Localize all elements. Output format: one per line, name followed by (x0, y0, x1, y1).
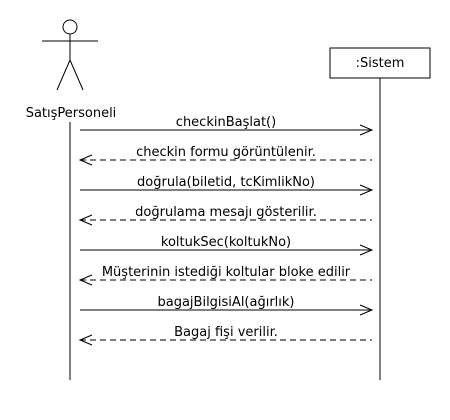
message-label: koltukSec(koltukNo) (161, 235, 291, 250)
actor-right-leg (69, 59, 84, 91)
actor-left-leg (56, 59, 71, 91)
message-label: checkinBaşlat() (176, 115, 276, 130)
actor-head (62, 19, 78, 35)
call-arrow-head (359, 184, 374, 196)
call-arrow-head (359, 124, 374, 136)
message-label: Bagaj fişi verilir. (174, 325, 278, 340)
return-arrow-head (78, 154, 93, 166)
message-label: doğrulama mesajı gösterilir. (135, 205, 317, 220)
message-label: bagajBilgisiAl(ağırlık) (157, 295, 294, 310)
call-arrow-head (359, 244, 374, 256)
return-arrow-head (78, 334, 93, 346)
call-arrow-head (359, 304, 374, 316)
system-name: :Sistem (356, 56, 405, 71)
return-arrow-head (78, 274, 93, 286)
message-label: doğrula(biletid, tcKimlikNo) (137, 175, 315, 190)
return-arrow-head (78, 214, 93, 226)
message-label: checkin formu görüntülenir. (136, 145, 316, 160)
message-label: Müşterinin istediği koltular bloke edili… (102, 265, 351, 280)
messages-group: checkinBaşlat() checkin formu görüntüleni… (78, 115, 374, 346)
actor-figure (42, 19, 98, 91)
actor-name: SatışPersoneli (26, 106, 117, 121)
system-box (329, 47, 431, 79)
